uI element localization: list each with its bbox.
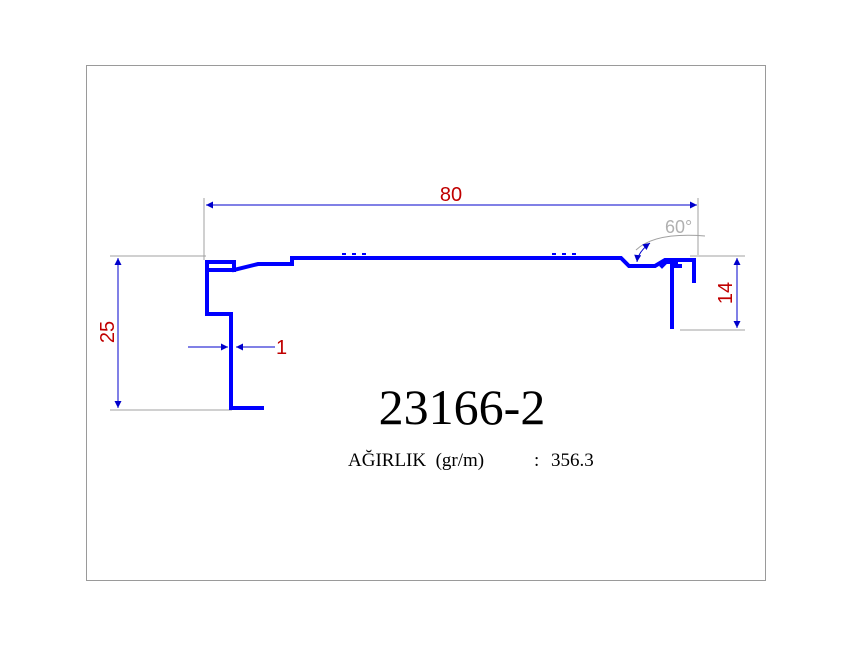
dim-height-lip-label: 14 (715, 282, 737, 304)
dim-width-label: 80 (440, 184, 462, 206)
dim-height-total-label: 25 (97, 321, 119, 343)
extension-lines (110, 198, 745, 411)
dim-angle-label: 60° (665, 217, 692, 237)
weight-value: 356.3 (551, 450, 594, 471)
drawing-frame (86, 65, 766, 581)
weight-separator: : (534, 450, 539, 471)
dimension-lines (114, 201, 741, 408)
weight-label: AĞIRLIK (gr/m) (348, 449, 484, 471)
part-number: 23166-2 (379, 379, 546, 435)
dim-line-angle (634, 242, 651, 263)
aluminium-profile (205, 256, 696, 410)
dim-thickness-label: 1 (276, 337, 287, 359)
